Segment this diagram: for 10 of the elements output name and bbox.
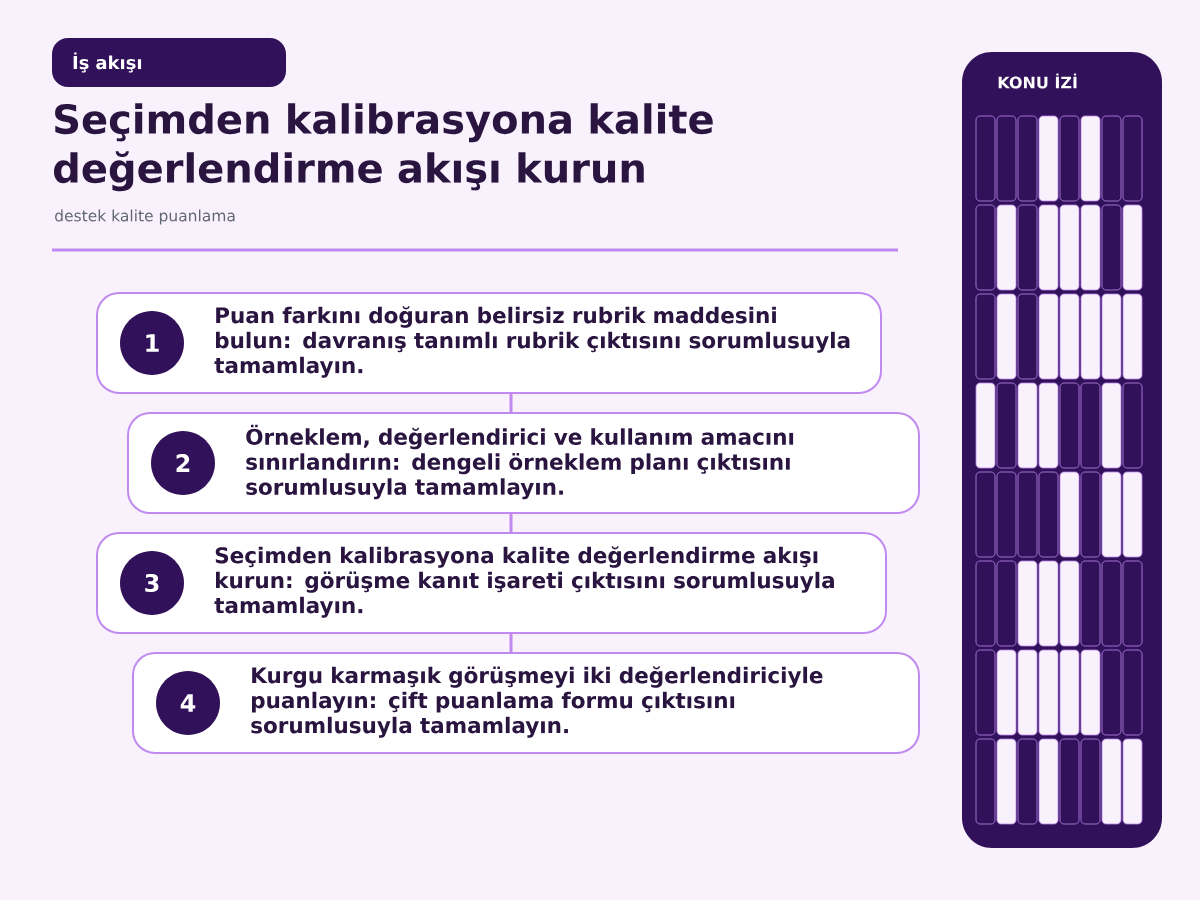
tag-pill: İş akışı [52, 38, 286, 87]
step-box: 4 Kurgu karmaşık görüşmeyi iki değerlendiriciyle puanlayın: çift puanlama formu çıktısını sorumlusuyla tamamlayın. [132, 652, 920, 754]
subtitle: destek kalite puanlama [55, 209, 235, 225]
step-box: 1 Puan farkını doğuran belirsiz rubrik maddesini bulun: davranış tanımlı rubrik çıktısını sorumlusuyla tamamlayın. [96, 292, 882, 394]
connector-line [509, 514, 513, 532]
step-box: 3 Seçimden kalibrasyona kalite değerlendirme akışı kurun: görüşme kanıt işareti çıktısını sorumlusuyla tamamlayın. [96, 532, 887, 634]
title: Seçimden kalibrasyona kalite değerlendirme akışı kurun [54, 103, 713, 192]
connector-line [509, 394, 513, 412]
step-box: 2 Örneklem, değerlendirici ve kullanım amacını sınırlandırın: dengeli örneklem planı çıktısını sorumlusuyla tamamlayın. [127, 412, 920, 514]
connector-line [509, 634, 513, 652]
